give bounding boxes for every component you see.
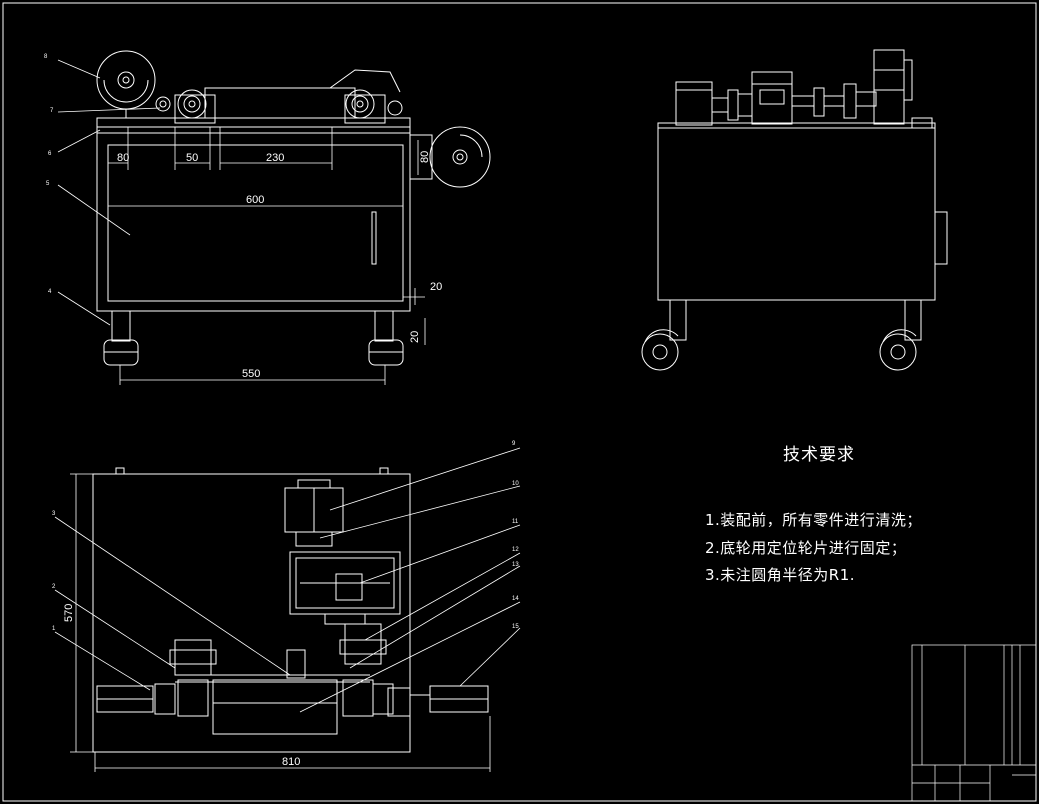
right-pulley (345, 89, 375, 119)
part-number-4: 4 (48, 289, 52, 295)
reel-bracket (409, 134, 433, 180)
feed-reel (96, 50, 156, 110)
side-right-wheel (879, 333, 917, 371)
part-number-1: 1 (52, 626, 56, 632)
small-pulley (155, 96, 171, 112)
part-number-13: 13 (512, 562, 519, 568)
part-number-8: 8 (44, 54, 48, 60)
takeup-reel (429, 126, 491, 188)
front-view (57, 50, 491, 385)
requirement-item-1: 1.装配前，所有零件进行清洗； (705, 511, 922, 529)
left-pulley (177, 89, 207, 119)
dim-230: 230 (266, 152, 284, 164)
part-number-11: 11 (512, 519, 519, 525)
part-number-2: 2 (52, 584, 56, 590)
dim-570: 570 (63, 604, 75, 622)
part-number-12: 12 (512, 547, 519, 553)
plan-center-bar (212, 679, 338, 735)
tank-outer (96, 126, 411, 312)
dim-80: 80 (117, 152, 129, 164)
side-left-wheel (641, 333, 679, 371)
tank-inner (107, 144, 404, 302)
plan-outline (92, 473, 411, 753)
belt-housing (204, 87, 356, 119)
dim-20-right: 20 (430, 281, 442, 293)
dim-810: 810 (282, 756, 300, 768)
requirement-item-2: 2.底轮用定位轮片进行固定； (705, 539, 907, 557)
side-reel-drive (873, 49, 905, 125)
part-number-7: 7 (50, 108, 54, 114)
part-number-3: 3 (52, 511, 56, 517)
dim-50: 50 (186, 152, 198, 164)
part-number-9: 9 (512, 441, 516, 447)
dim-20-lower: 20 (409, 331, 421, 343)
side-motor (675, 81, 713, 126)
dim-600: 600 (246, 194, 264, 206)
part-number-5: 5 (46, 181, 50, 187)
side-gearbox (751, 71, 793, 125)
dim-80-vertical: 80 (419, 151, 431, 163)
side-view (641, 49, 948, 371)
dim-550: 550 (242, 368, 260, 380)
requirement-item-3: 3.未注圆角半径为R1. (705, 566, 856, 584)
title-block (911, 644, 1037, 802)
tank-slot (371, 211, 377, 265)
side-handle (934, 211, 948, 265)
part-number-15: 15 (512, 624, 519, 630)
plan-view (54, 447, 521, 772)
left-leg (111, 310, 131, 342)
part-number-10: 10 (512, 481, 519, 487)
part-number-6: 6 (48, 151, 52, 157)
technical-requirements-title: 技术要求 (783, 445, 855, 465)
part-number-14: 14 (512, 596, 519, 602)
side-tank (657, 127, 936, 301)
gearbox-block (174, 94, 216, 124)
right-leg (374, 310, 394, 342)
right-block (344, 94, 386, 124)
